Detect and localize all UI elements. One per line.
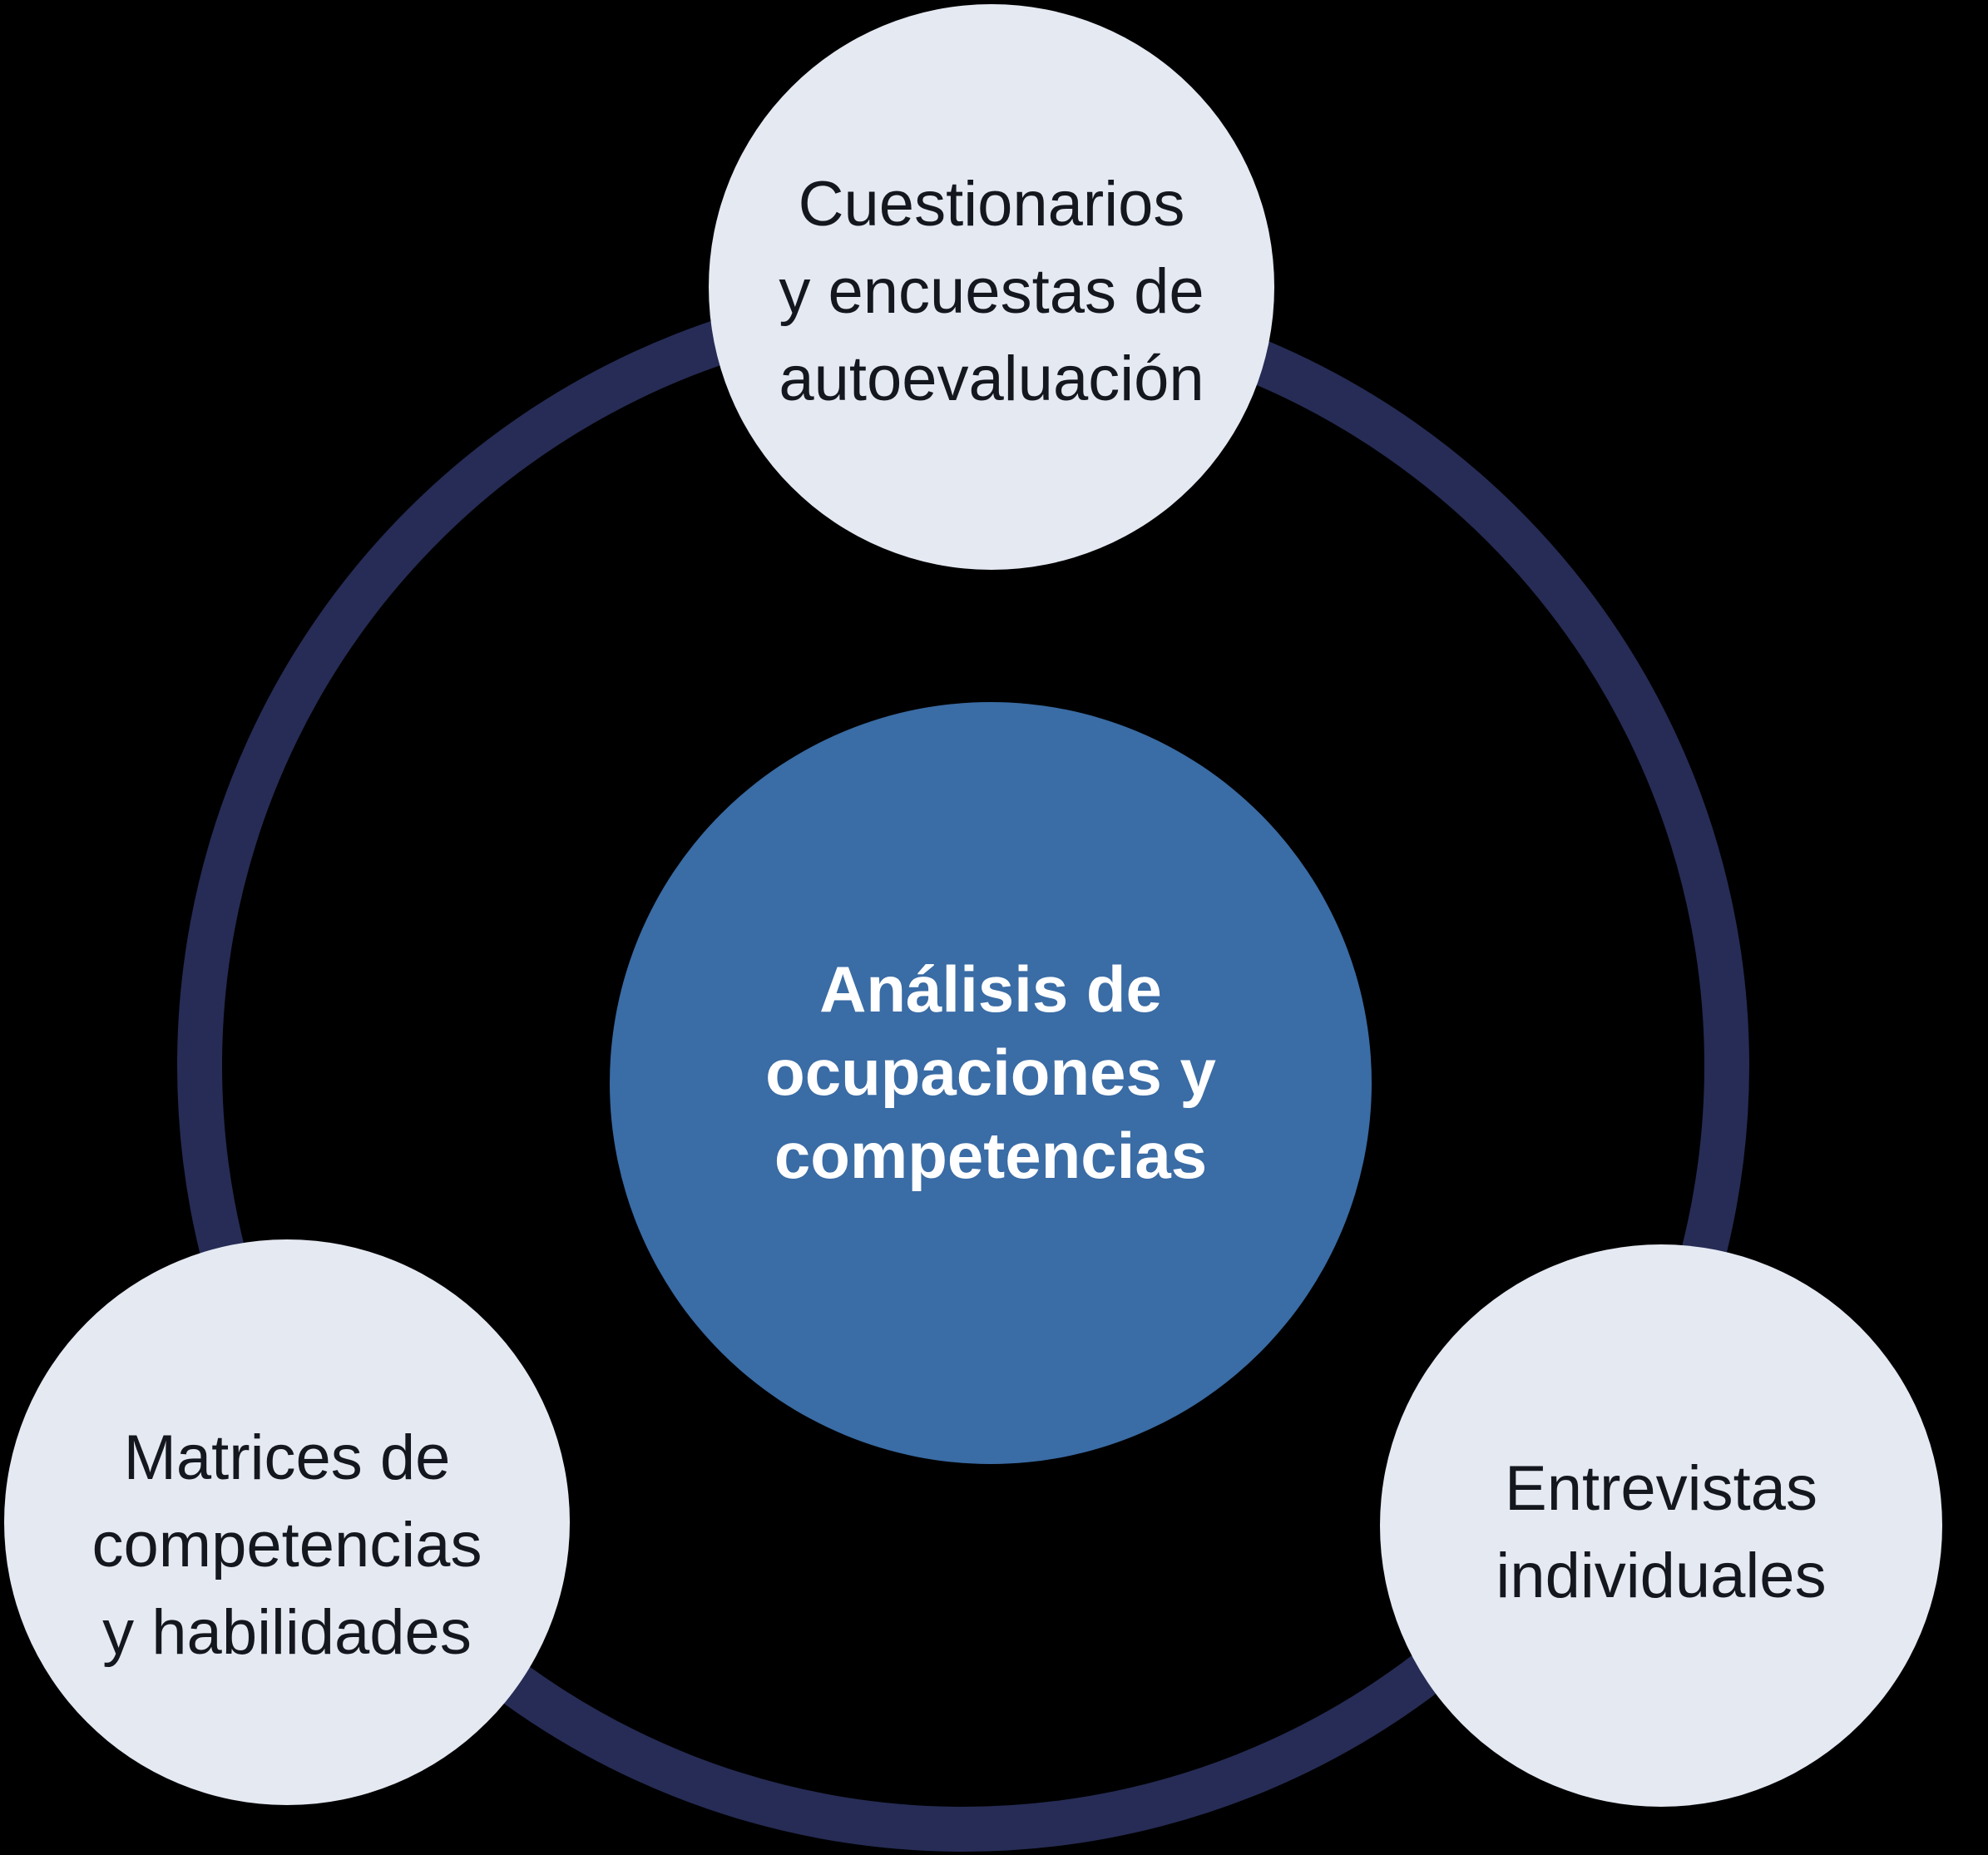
satellite-circle-matrices	[4, 1239, 570, 1805]
satellite-bottom-right-group: Entrevistas individuales	[1380, 1244, 1942, 1807]
center-group: Análisis de ocupaciones y competencias	[610, 702, 1372, 1464]
satellite-bottom-left-line-2: competencias	[92, 1510, 482, 1580]
satellite-bottom-left-line-1: Matrices de	[124, 1422, 451, 1493]
satellite-top-line-2: y encuestas de	[779, 256, 1204, 327]
satellite-top-line-1: Cuestionarios	[799, 169, 1185, 240]
satellite-bottom-left-line-3: y habilidades	[102, 1597, 472, 1668]
center-title-line-3: competencias	[774, 1119, 1207, 1192]
satellite-circle-interviews	[1380, 1244, 1942, 1807]
satellite-top-line-3: autoevaluación	[779, 344, 1204, 414]
center-title-line-1: Análisis de	[819, 952, 1162, 1026]
center-title-line-2: ocupaciones y	[765, 1036, 1216, 1109]
satellite-bottom-right-line-2: individuales	[1496, 1541, 1826, 1611]
satellite-circle-questionnaires	[709, 4, 1274, 570]
satellite-bottom-left-group: Matrices de competencias y habilidades	[4, 1239, 570, 1805]
satellite-top-group: Cuestionarios y encuestas de autoevaluac…	[709, 4, 1274, 570]
satellite-bottom-right-line-1: Entrevistas	[1505, 1453, 1817, 1524]
center-circle	[610, 702, 1372, 1464]
